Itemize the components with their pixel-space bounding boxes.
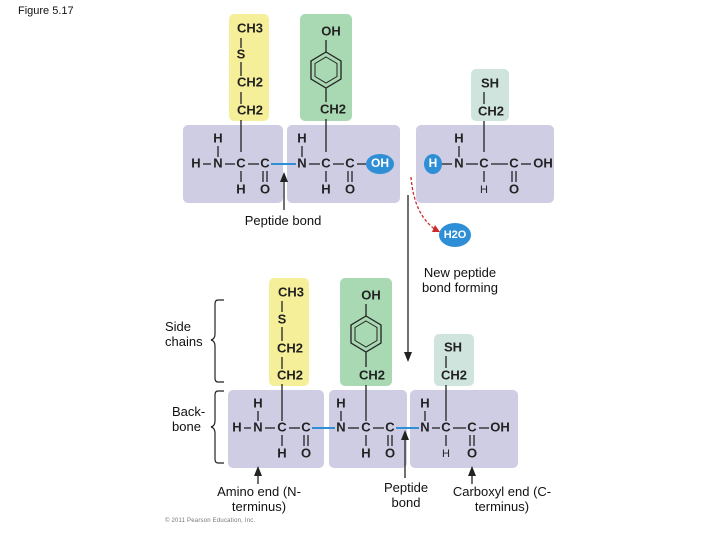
atom-h: H — [213, 130, 222, 145]
atom-c: C — [236, 155, 246, 170]
atom-sh: SH — [444, 339, 462, 354]
side-chains-label: Side chains — [165, 319, 203, 349]
atom-c: C — [441, 419, 451, 434]
atom-ch3: CH3 — [237, 20, 263, 35]
benzene-ring-inner — [314, 56, 338, 84]
backbone-box-2-bottom — [329, 390, 407, 468]
atom-n: N — [454, 155, 463, 170]
atom-o: O — [301, 445, 311, 460]
peptide-bond-label-top: Peptide bond — [244, 213, 322, 228]
atom-oh: OH — [361, 287, 381, 302]
atom-s: S — [237, 46, 246, 61]
amino-end-label: Amino end (N-terminus) — [217, 484, 301, 514]
atom-h: H — [277, 445, 286, 460]
atom-h: H — [420, 395, 429, 410]
atom-h-removed: H — [429, 156, 438, 170]
atom-c: C — [301, 419, 311, 434]
tyrosine-side-chain-box — [300, 14, 352, 121]
new-peptide-bond-label: New peptide bond forming — [422, 265, 498, 295]
atom-ch2: CH2 — [359, 367, 385, 382]
atom-c: C — [260, 155, 270, 170]
red-arrowhead — [432, 225, 440, 232]
atom-h: H — [297, 130, 306, 145]
atom-oh: OH — [490, 419, 510, 434]
atom-o: O — [345, 181, 355, 196]
atom-h: H — [442, 448, 450, 460]
backbone-brace — [210, 390, 224, 464]
reaction-arrowhead — [404, 352, 412, 362]
atom-h: H — [236, 181, 245, 196]
atom-c: C — [345, 155, 355, 170]
atom-c: C — [321, 155, 331, 170]
atom-ch2: CH2 — [277, 367, 303, 382]
atom-c: C — [479, 155, 489, 170]
pointer-arrowhead — [280, 172, 288, 182]
backbone-box-3 — [416, 125, 554, 203]
atom-n: N — [420, 419, 429, 434]
backbone-label: Back- bone — [172, 404, 206, 434]
atom-ch2: CH2 — [277, 340, 303, 355]
atom-n: N — [297, 155, 306, 170]
atom-h: H — [191, 155, 200, 170]
atom-h: H — [361, 445, 370, 460]
water-text: H2O — [444, 229, 467, 241]
red-arrow — [410, 176, 437, 231]
hydrogen-bubble — [424, 154, 442, 174]
atom-c: C — [277, 419, 287, 434]
side-chains-brace — [210, 299, 224, 383]
atom-h: H — [232, 419, 241, 434]
atom-c: C — [509, 155, 519, 170]
atom-c: C — [385, 419, 395, 434]
atom-h: H — [480, 184, 488, 196]
atom-oh: OH — [321, 23, 341, 38]
atom-o: O — [385, 445, 395, 460]
methionine-side-chain-box-bottom — [269, 278, 309, 386]
atom-ch2: CH2 — [237, 102, 263, 117]
peptide-bond-label-bottom: Peptide bond — [383, 480, 429, 510]
atom-ch2: CH2 — [478, 103, 504, 118]
atom-c: C — [467, 419, 477, 434]
atom-h: H — [253, 395, 262, 410]
atom-sh: SH — [481, 75, 499, 90]
benzene-ring-inner-bottom — [354, 320, 378, 348]
atom-n: N — [253, 419, 262, 434]
atom-h: H — [454, 130, 463, 145]
cysteine-side-chain-box-bottom — [434, 334, 474, 386]
pointer-arrowhead-amino — [254, 466, 262, 476]
atom-oh-removed: OH — [371, 156, 389, 170]
methionine-side-chain-box — [229, 14, 269, 121]
atom-o: O — [467, 445, 477, 460]
water-bubble — [439, 223, 471, 247]
atom-o: O — [260, 181, 270, 196]
backbone-box-1-bottom — [228, 390, 324, 468]
pointer-arrowhead-carboxyl — [468, 466, 476, 476]
carboxyl-end-label: Carboxyl end (C-terminus) — [452, 484, 552, 514]
atom-h: H — [321, 181, 330, 196]
backbone-box-3-bottom — [410, 390, 518, 468]
copyright-notice: © 2011 Pearson Education, Inc. — [165, 518, 256, 524]
pointer-arrowhead-peptide — [401, 430, 409, 440]
atom-ch2: CH2 — [320, 101, 346, 116]
atom-o: O — [509, 181, 519, 196]
atom-ch2: CH2 — [441, 367, 467, 382]
cysteine-side-chain-box — [471, 69, 509, 121]
figure-title: Figure 5.17 — [18, 5, 74, 17]
tyrosine-side-chain-box-bottom — [340, 278, 392, 386]
atom-n: N — [336, 419, 345, 434]
hydroxyl-bubble — [366, 154, 394, 174]
atom-oh: OH — [533, 155, 553, 170]
atom-ch2: CH2 — [237, 74, 263, 89]
atom-h: H — [336, 395, 345, 410]
atom-ch3: CH3 — [278, 284, 304, 299]
atom-c: C — [361, 419, 371, 434]
atom-n: N — [213, 155, 222, 170]
atom-s: S — [278, 311, 287, 326]
